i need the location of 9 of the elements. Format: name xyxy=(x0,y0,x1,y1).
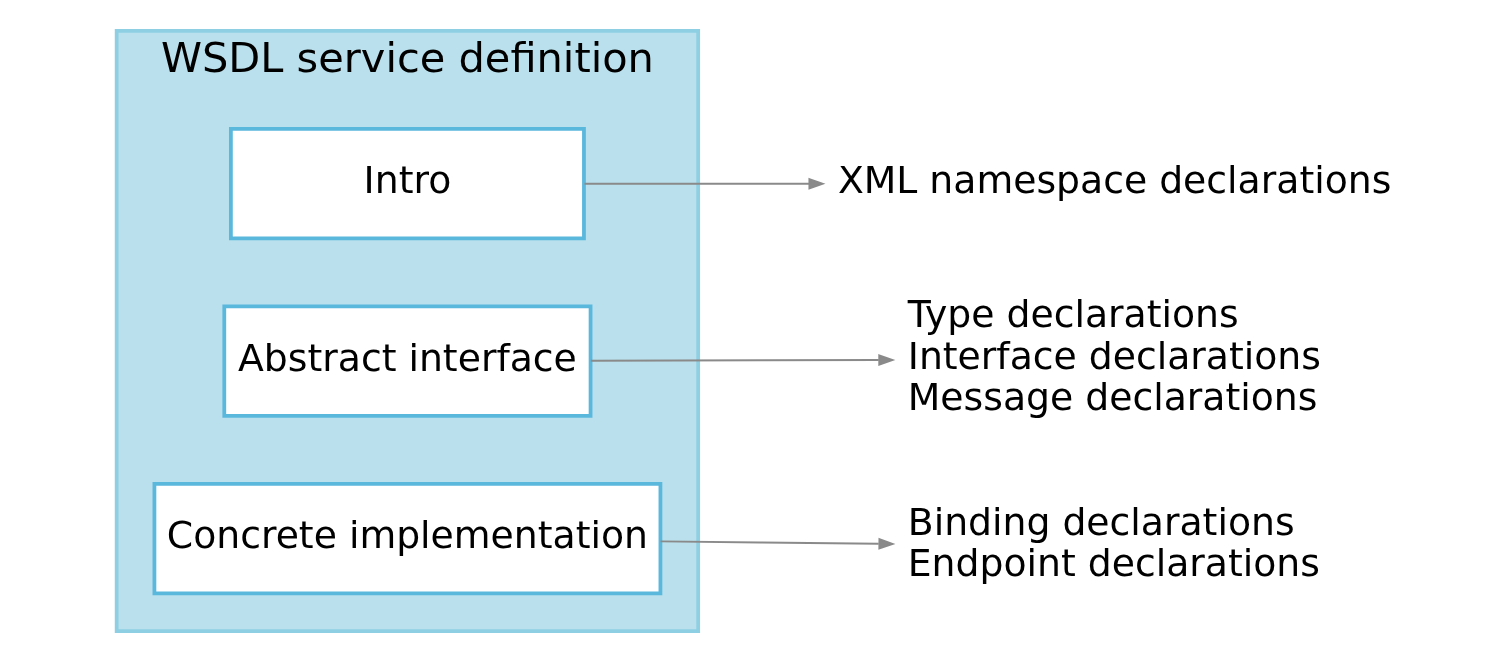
arrow xyxy=(589,354,896,366)
node-box: Abstract interface xyxy=(222,304,593,418)
arrow xyxy=(583,177,826,190)
node-text: Type declarations Interface declarations Message declarations xyxy=(907,292,1321,420)
node-box: Concrete implementation xyxy=(152,482,663,596)
arrow xyxy=(659,537,896,550)
node-box: Intro xyxy=(229,127,586,241)
node-text: XML namespace declarations xyxy=(837,158,1392,203)
node-text: Binding declarations Endpoint declarations xyxy=(907,499,1320,586)
